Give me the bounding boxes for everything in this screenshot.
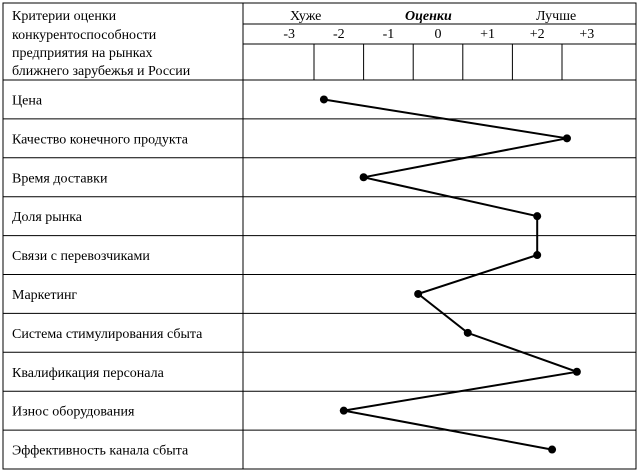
criterion-label: Маркетинг	[12, 288, 77, 303]
score-point	[359, 173, 368, 182]
criterion-label: Эффективность канала сбыта	[12, 444, 189, 459]
score-point	[548, 445, 557, 454]
x-tick-label: -3	[283, 27, 295, 42]
criterion-label: Связи с перевозчиками	[12, 249, 150, 264]
x-tick-label: -1	[383, 27, 395, 42]
criteria-header-line-2: конкурентоспособности	[12, 28, 157, 43]
criteria-header-line-3: предприятия на рынках	[12, 46, 153, 61]
score-point	[572, 367, 581, 376]
score-series	[319, 95, 581, 454]
criterion-label: Квалификация персонала	[12, 366, 165, 381]
x-tick-labels: -3 -2 -1 0 +1 +2 +3	[283, 27, 594, 42]
score-point	[319, 95, 328, 104]
x-tick-label: +2	[530, 27, 545, 42]
x-tick-label: +3	[579, 27, 594, 42]
score-point	[562, 134, 571, 143]
criterion-label: Цена	[12, 93, 43, 108]
score-point	[339, 406, 348, 415]
score-point	[533, 212, 542, 221]
x-tick-label: 0	[435, 27, 442, 42]
criterion-label: Система стимулирования сбыта	[12, 327, 203, 342]
x-tick-label: +1	[480, 27, 495, 42]
score-line	[323, 98, 581, 451]
scores-label: Оценки	[405, 9, 452, 24]
criteria-header-line-1: Критерии оценки	[12, 9, 117, 24]
x-tick-label: -2	[333, 27, 345, 42]
criterion-label: Износ оборудования	[12, 405, 135, 420]
criterion-label: Качество конечного продукта	[12, 132, 189, 147]
score-point	[463, 328, 472, 337]
worse-label: Хуже	[290, 9, 321, 24]
better-label: Лучше	[536, 9, 576, 24]
criterion-label: Время доставки	[12, 171, 108, 186]
score-point	[414, 289, 423, 298]
score-point	[533, 251, 542, 260]
criteria-header-line-4: ближнего зарубежья и России	[12, 64, 191, 79]
table-header: Критерии оценки конкурентоспособности пр…	[12, 9, 576, 79]
criterion-label: Доля рынка	[12, 210, 83, 225]
